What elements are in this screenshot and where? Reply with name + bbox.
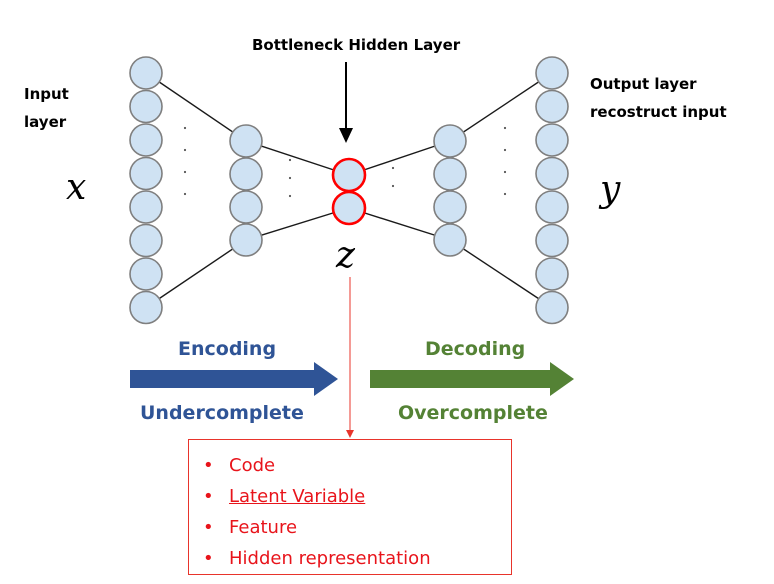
- network-nodes: [129, 56, 569, 325]
- decoding-arrow-head: [550, 362, 574, 396]
- code-item-code: • Code: [203, 450, 511, 481]
- latent-variable-z: z: [336, 235, 355, 276]
- dot-mark: [503, 126, 507, 130]
- edge-line: [145, 239, 247, 309]
- bottleneck-arrow-head: [339, 128, 353, 143]
- dot-mark: [288, 158, 292, 162]
- overcomplete-label: Overcomplete: [398, 402, 548, 424]
- decoder-node: [433, 223, 467, 257]
- undercomplete-label: Undercomplete: [140, 402, 304, 424]
- bullet-icon: •: [203, 517, 214, 538]
- decoder-node: [433, 157, 467, 191]
- dot-mark: [183, 148, 187, 152]
- code-item-hidden-representation: • Hidden representation: [203, 543, 511, 574]
- bullet-icon: •: [203, 548, 214, 569]
- code-item-latent-variable: • Latent Variable: [203, 481, 511, 512]
- edge-line: [245, 207, 350, 241]
- input-layer-label-line1: Input: [24, 85, 69, 103]
- encoding-arrow-body: [130, 370, 316, 388]
- edge-line: [245, 140, 350, 176]
- code-item-label: Code: [229, 455, 276, 476]
- dot-mark: [391, 184, 395, 188]
- decoding-arrow-body: [370, 370, 552, 388]
- output-node: [535, 89, 569, 124]
- output-node: [535, 123, 569, 157]
- input-node: [129, 123, 163, 157]
- decoder-node: [433, 124, 467, 158]
- bullet-icon: •: [203, 486, 214, 507]
- input-layer-label-line2: layer: [24, 113, 67, 131]
- encoder-node: [229, 190, 263, 224]
- dot-mark: [183, 170, 187, 174]
- connection-lines: [145, 72, 553, 309]
- edge-line: [145, 72, 247, 142]
- edge-line: [449, 72, 553, 142]
- code-list: • Code • Latent Variable • Feature • Hidden …: [189, 440, 511, 574]
- decoding-label: Decoding: [425, 338, 526, 360]
- edge-line: [348, 207, 451, 241]
- decoder-node: [433, 190, 467, 224]
- code-item-label: Latent Variable: [229, 486, 366, 507]
- bullet-icon: •: [203, 455, 214, 476]
- input-node: [129, 190, 163, 224]
- dot-mark: [391, 166, 395, 170]
- encoder-node: [229, 124, 263, 158]
- input-node: [129, 156, 163, 191]
- latent-arrow-head: [346, 430, 354, 438]
- output-node: [535, 290, 569, 325]
- output-node: [535, 156, 569, 191]
- code-box: • Code • Latent Variable • Feature • Hidden …: [188, 439, 512, 575]
- output-layer-label-line2: recostruct input: [590, 103, 727, 121]
- bottleneck-node: [331, 157, 367, 193]
- input-layer-label: Input layer: [24, 80, 69, 136]
- edge-line: [348, 140, 451, 176]
- output-variable-y: y: [600, 169, 621, 210]
- dot-mark: [288, 176, 292, 180]
- output-node: [535, 223, 569, 258]
- dot-mark: [503, 148, 507, 152]
- dot-mark: [503, 192, 507, 196]
- output-node: [535, 190, 569, 224]
- output-layer-label-line1: Output layer: [590, 75, 697, 93]
- input-node: [129, 56, 163, 90]
- input-node: [129, 223, 163, 258]
- output-node: [535, 257, 569, 291]
- encoding-arrow-head: [314, 362, 338, 396]
- input-variable-x: x: [66, 167, 87, 208]
- code-item-feature: • Feature: [203, 512, 511, 543]
- code-item-label: Hidden representation: [229, 548, 431, 569]
- dot-mark: [183, 192, 187, 196]
- encoder-node: [229, 223, 263, 257]
- encoding-label: Encoding: [178, 338, 277, 360]
- encoder-node: [229, 157, 263, 191]
- code-item-label: Feature: [229, 517, 298, 538]
- ellipsis-dots: [183, 126, 507, 198]
- output-node: [535, 56, 569, 90]
- bottleneck-node: [331, 190, 367, 226]
- dot-mark: [183, 126, 187, 130]
- input-node: [129, 290, 163, 325]
- dot-mark: [288, 194, 292, 198]
- output-layer-label: Output layer recostruct input: [590, 70, 727, 126]
- dot-mark: [503, 170, 507, 174]
- bottleneck-title: Bottleneck Hidden Layer: [252, 36, 461, 54]
- arrows-group: [130, 62, 574, 438]
- edge-line: [449, 239, 553, 309]
- input-node: [129, 89, 163, 124]
- input-node: [129, 257, 163, 291]
